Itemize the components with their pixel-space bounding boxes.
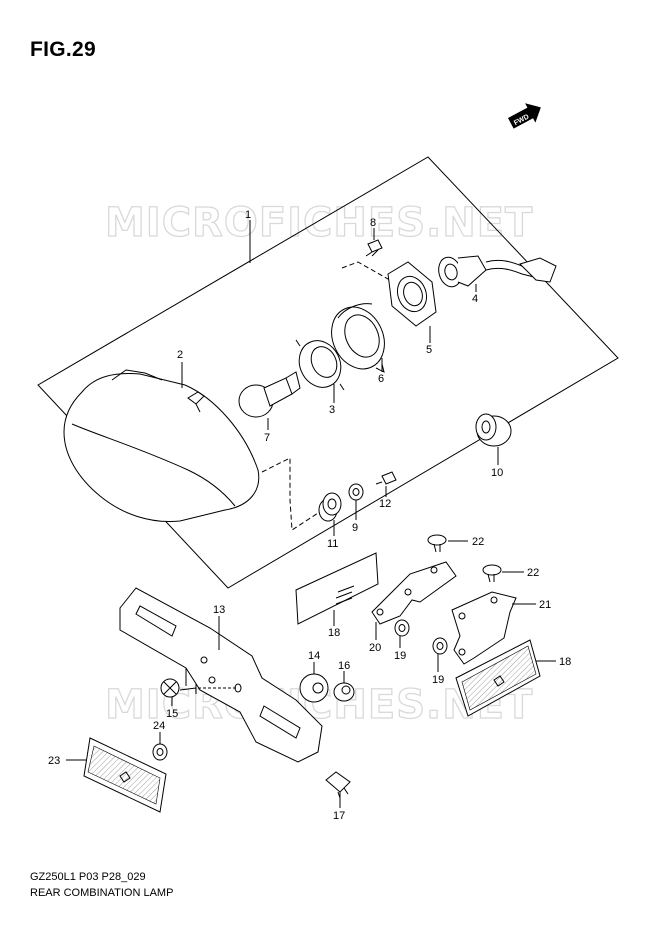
lamp-lens-part-2	[63, 369, 260, 523]
spacer-part-11	[318, 492, 342, 522]
reflector-part-18-right	[455, 639, 541, 717]
watermark-top: MICROFICHES.NET	[105, 200, 533, 246]
callout-1: 1	[245, 209, 251, 221]
nut-part-19a	[394, 619, 410, 637]
plate-bracket-part-13	[119, 587, 323, 763]
socket-cord-part-4	[438, 255, 557, 288]
reflector-plate-part-18	[295, 552, 379, 625]
nut-part-12	[375, 471, 397, 485]
watermark-bottom: MICROFICHES.NET	[105, 682, 533, 728]
callout-23: 23	[48, 755, 60, 767]
callout-13: 13	[213, 604, 225, 616]
callout-10: 10	[491, 467, 503, 479]
figure-title: FIG.29	[30, 38, 96, 61]
callout-2: 2	[177, 349, 183, 361]
callout-14: 14	[308, 650, 320, 662]
bolt-part-22b	[482, 564, 502, 583]
callout-3: 3	[329, 404, 335, 416]
bulb-part-7	[238, 371, 301, 418]
callout-16: 16	[338, 660, 350, 672]
clip-part-17	[325, 771, 351, 799]
callout-7: 7	[264, 432, 270, 444]
cushion-part-14	[299, 673, 329, 703]
callout-9: 9	[352, 522, 358, 534]
dash-guide-screw	[341, 261, 396, 284]
callout-6: 6	[378, 373, 384, 385]
nut-part-24	[152, 743, 168, 761]
washer-part-9	[348, 483, 364, 501]
callout-24: 24	[153, 720, 165, 732]
grommet-part-10	[475, 413, 512, 447]
nut-part-19b	[432, 637, 448, 655]
callout-22-lower: 22	[527, 567, 539, 579]
bolt-part-22a	[427, 534, 447, 553]
callout-19-center: 19	[394, 650, 406, 662]
gasket-plate-part-5	[387, 261, 437, 327]
figure-code: GZ250L1 P03 P28_029	[30, 871, 146, 883]
callout-17: 17	[333, 810, 345, 822]
bracket-part-20	[371, 561, 457, 625]
callout-5: 5	[426, 344, 432, 356]
callout-12: 12	[379, 498, 391, 510]
reflector-part-23	[83, 737, 167, 813]
callout-20: 20	[369, 642, 381, 654]
socket-ring-part-3	[295, 339, 345, 391]
callout-11: 11	[327, 538, 338, 550]
callout-15: 15	[166, 708, 178, 720]
side-bracket-part-21	[451, 591, 517, 665]
callout-18-right: 18	[559, 656, 571, 668]
callout-8: 8	[370, 217, 376, 229]
callout-4: 4	[472, 293, 478, 305]
holder-ring-part-6	[331, 303, 385, 373]
callout-21: 21	[539, 599, 551, 611]
callout-19-right: 19	[432, 674, 444, 686]
callout-22-top: 22	[472, 536, 484, 548]
callout-18-center: 18	[328, 627, 340, 639]
figure-caption: REAR COMBINATION LAMP	[30, 887, 174, 899]
fwd-arrow-icon: FWD	[508, 103, 541, 129]
screw-part-8	[365, 239, 383, 257]
bolt-part-15	[160, 678, 242, 698]
collar-part-16	[333, 682, 355, 702]
dash-guide-grommet	[261, 457, 319, 531]
